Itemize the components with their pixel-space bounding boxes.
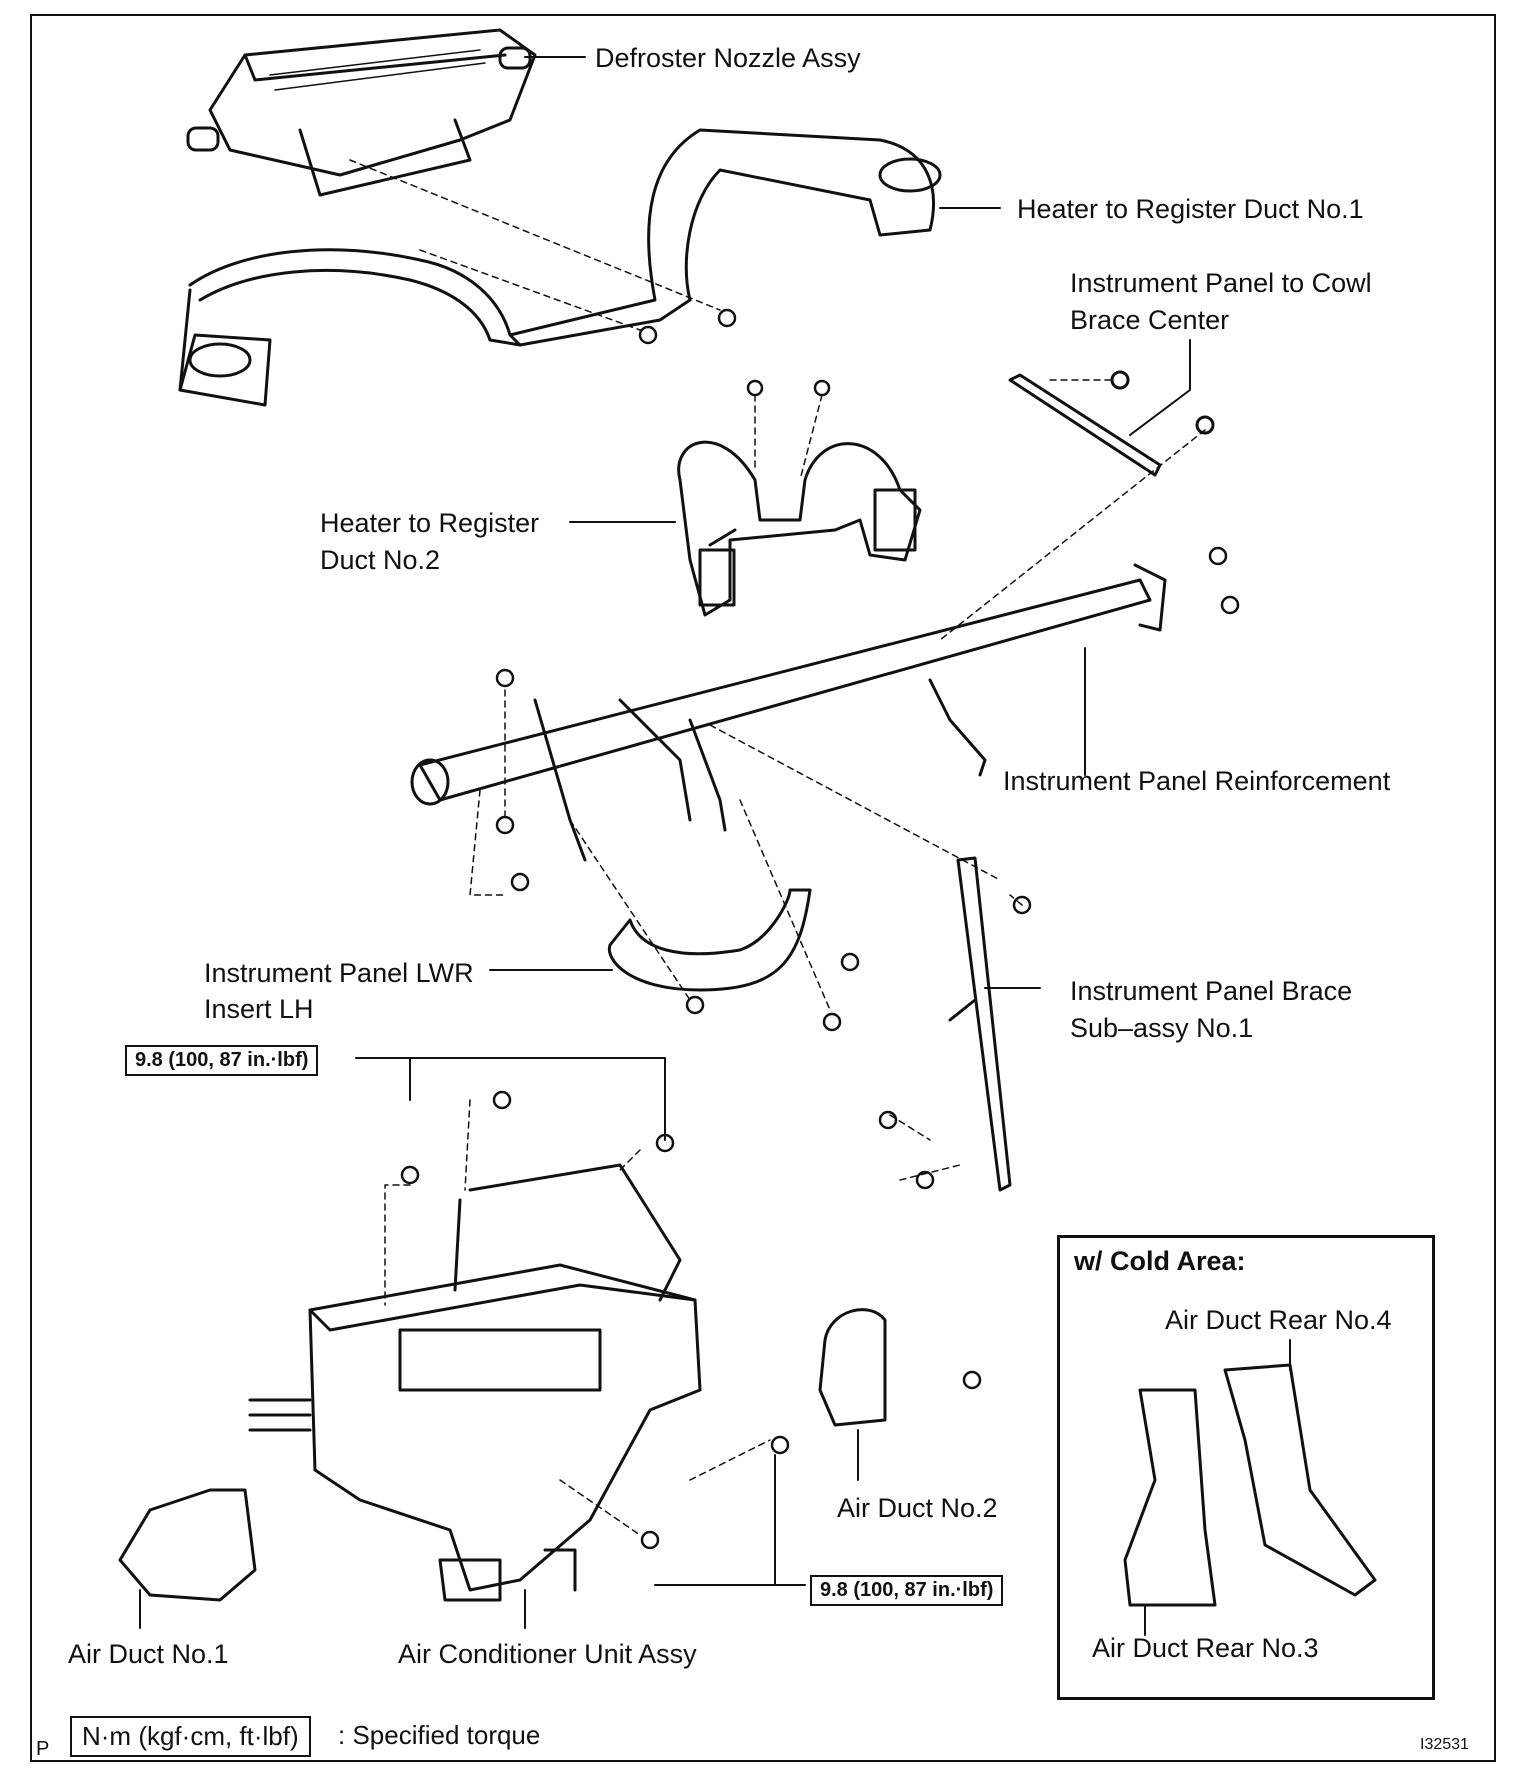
label-heater-duct-2-line1: Heater to Register	[320, 508, 540, 538]
fastener-markers	[400, 308, 1240, 1550]
instrument-panel-reinforcement-part	[410, 563, 1167, 862]
label-brace-line1: Instrument Panel Brace	[1070, 976, 1353, 1006]
legend-meaning: : Specified torque	[338, 1720, 541, 1750]
label-defroster-nozzle: Defroster Nozzle Assy	[595, 43, 861, 73]
label-cowl-brace-line1: Instrument Panel to Cowl	[1070, 268, 1372, 298]
label-air-duct-rear-4: Air Duct Rear No.4	[1165, 1305, 1392, 1335]
inset-title: w/ Cold Area:	[1074, 1246, 1246, 1276]
label-lwr-insert-line2: Insert LH	[204, 994, 314, 1024]
label-ac-unit: Air Conditioner Unit Assy	[398, 1639, 697, 1669]
cowl-brace-center-part	[1008, 370, 1215, 477]
leader-lines	[139, 56, 1291, 1636]
diagram-frame	[30, 14, 1496, 1762]
heater-duct-1-part	[178, 128, 942, 407]
inset-ducts-drawing	[1123, 1363, 1377, 1607]
torque-spec-lower: 9.8 (100, 87 in.·lbf)	[810, 1575, 1004, 1606]
figure-id: I32531	[1420, 1736, 1469, 1753]
label-reinforcement: Instrument Panel Reinforcement	[1003, 766, 1391, 796]
label-air-duct-2: Air Duct No.2	[837, 1493, 998, 1523]
label-air-duct-rear-3: Air Duct Rear No.3	[1092, 1633, 1319, 1663]
label-air-duct-1: Air Duct No.1	[68, 1639, 229, 1669]
air-duct-1-part	[118, 1488, 257, 1602]
legend-unit-box: N·m (kgf·cm, ft·lbf)	[70, 1716, 311, 1757]
air-duct-2-part	[818, 1308, 887, 1427]
brace-subassy-part	[948, 856, 1012, 1192]
label-brace-line2: Sub–assy No.1	[1070, 1013, 1254, 1043]
torque-spec-upper: 9.8 (100, 87 in.·lbf)	[125, 1045, 319, 1076]
heater-duct-2-part	[677, 440, 922, 617]
defroster-nozzle-part	[186, 28, 537, 197]
cold-area-inset: w/ Cold Area:	[1057, 1235, 1435, 1700]
assembly-dashed-lines	[349, 159, 1206, 1536]
label-heater-duct-2-line2: Duct No.2	[320, 545, 441, 575]
corner-mark: P	[36, 1738, 50, 1760]
label-cowl-brace-line2: Brace Center	[1070, 305, 1230, 335]
ac-unit-part	[248, 1163, 702, 1602]
label-heater-duct-1: Heater to Register Duct No.1	[1017, 194, 1364, 224]
label-lwr-insert-line1: Instrument Panel LWR	[204, 958, 474, 988]
lwr-insert-part	[607, 888, 812, 992]
